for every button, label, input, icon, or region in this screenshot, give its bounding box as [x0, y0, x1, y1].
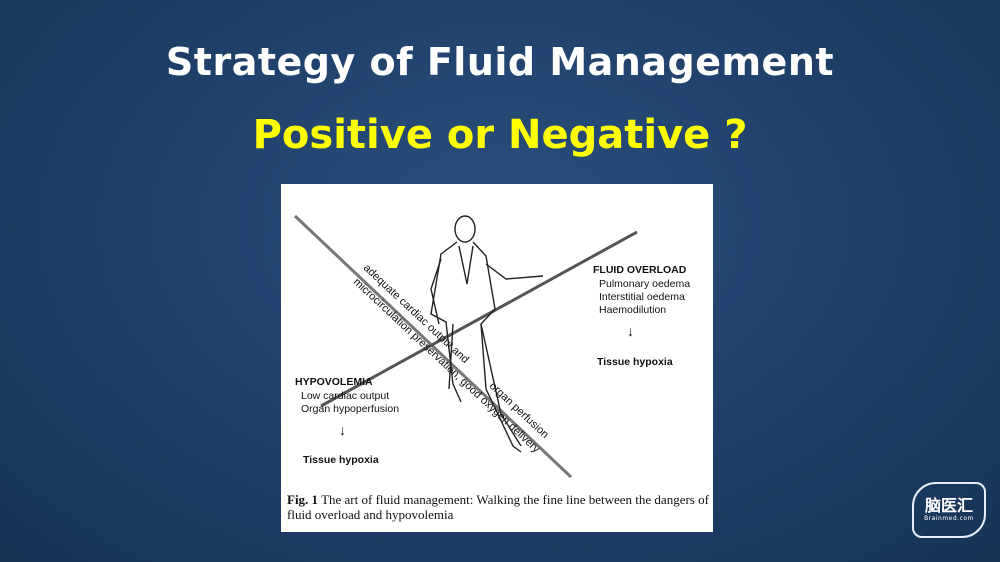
hypovolemia-item: Organ hypoperfusion — [301, 403, 400, 415]
caption-label: Fig. 1 — [287, 492, 319, 507]
logo-text: 脑医汇 — [924, 496, 973, 515]
slide-title: Strategy of Fluid Management — [165, 40, 835, 84]
logo-subtext: Brainmed.com — [924, 515, 974, 522]
hypovolemia-result: Tissue hypoxia — [303, 454, 379, 466]
hypovolemia-item: Low cardiac output — [301, 390, 390, 402]
fluid-overload-item: Interstitial oedema — [599, 291, 685, 303]
fluid-overload-result: Tissue hypoxia — [597, 356, 673, 368]
figure-caption: Fig. 1 The art of fluid management: Walk… — [287, 492, 711, 522]
walking-man-figure — [430, 215, 544, 453]
tightrope-line — [293, 214, 573, 479]
balance-pole — [320, 230, 638, 408]
caption-text: The art of fluid management: Walking the… — [287, 492, 709, 522]
tightrope-illustration — [293, 214, 638, 479]
hypovolemia-heading: HYPOVOLEMIA — [295, 376, 373, 388]
fluid-overload-item: Haemodilution — [599, 304, 667, 316]
fluid-overload-heading: FLUID OVERLOAD — [593, 264, 687, 276]
fluid-overload-item: Pulmonary oedema — [599, 278, 691, 290]
brand-logo: 脑医汇 Brainmed.com — [912, 482, 986, 538]
down-arrow-icon: ↓ — [627, 323, 634, 339]
down-arrow-icon: ↓ — [339, 422, 346, 438]
figure-panel: adequate cardiac output and microcircula… — [281, 184, 713, 532]
slide-subtitle: Positive or Negative ? — [252, 112, 748, 158]
